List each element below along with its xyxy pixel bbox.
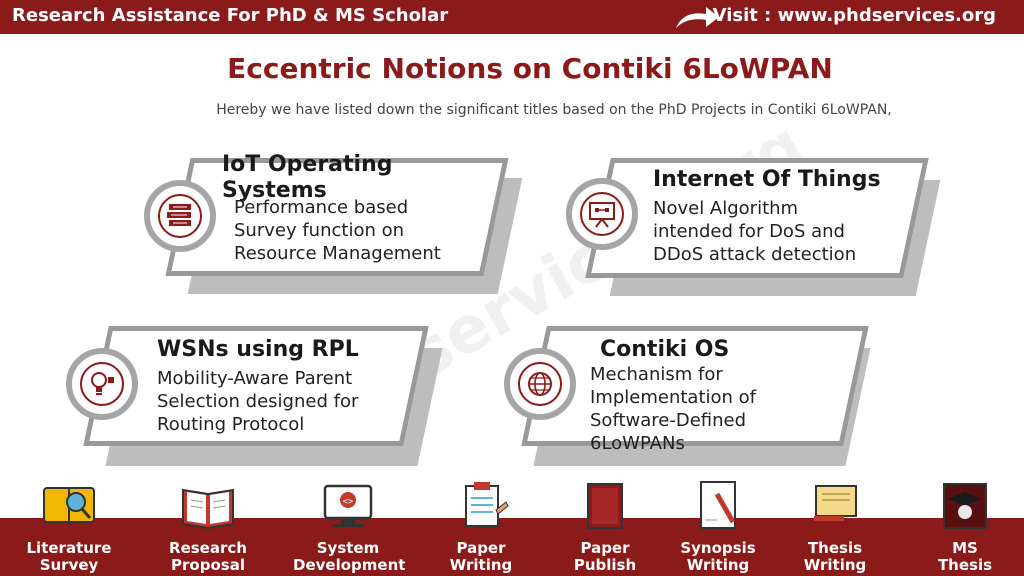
service-label-line2: Proposal (171, 556, 245, 574)
book-icon (587, 483, 623, 529)
arrow-icon (676, 7, 719, 28)
service-label-line2: Writing (686, 556, 750, 574)
service-label-line1: Thesis (807, 539, 863, 557)
header-bar: Research Assistance For PhD & MS Scholar… (0, 0, 1024, 34)
card-icon-ring (566, 178, 638, 250)
service-label-line1: Synopsis (680, 539, 756, 557)
page-title: Eccentric Notions on Contiki 6LoWPAN (227, 52, 833, 85)
card-title: WSNs using RPL (157, 337, 359, 362)
graduate-icon (943, 483, 987, 529)
globe-icon (528, 372, 552, 396)
card-icon-ring (144, 180, 216, 252)
service-label-line1: Literature (26, 539, 112, 557)
service-label-line2: Writing (449, 556, 513, 574)
header-tagline: Research Assistance For PhD & MS Scholar (12, 5, 449, 26)
service-label-line1: Research (169, 539, 247, 557)
service-label-line1: Paper (456, 539, 506, 557)
magnifier-book-icon (43, 487, 95, 523)
website-link[interactable]: Visit : www.phdservices.org (712, 5, 996, 26)
open-book-icon (182, 488, 234, 530)
clipboard-icon (465, 482, 509, 527)
service-label-line2: Thesis (937, 556, 993, 574)
card-description: Mechanism for Implementation of Software… (590, 364, 756, 454)
card-icon-ring (66, 348, 138, 420)
service-label-line2: Publish (573, 556, 637, 574)
card-description: Mobility-Aware Parent Selection designed… (157, 368, 359, 435)
monitor-code-icon: <> (323, 484, 373, 527)
card-title: IoT Operating Systems (222, 152, 393, 203)
service-label-line1: Paper (580, 539, 630, 557)
svg-text:<>: <> (343, 497, 354, 507)
pen-paper-icon (700, 481, 736, 529)
card-title: Internet Of Things (653, 167, 881, 192)
card-description: Novel Algorithm intended for DoS and DDo… (653, 198, 857, 265)
page-subtitle: Hereby we have listed down the significa… (216, 102, 892, 118)
card-title: Contiki OS (600, 337, 730, 362)
service-label-line1: System (316, 539, 380, 557)
scroll-icon (814, 485, 857, 526)
services-bar (0, 518, 1024, 576)
presentation-board-icon (589, 202, 615, 228)
lightbulb-icon (91, 372, 114, 395)
service-label-line2: Development (293, 556, 406, 574)
service-label-line1: MS (952, 539, 978, 557)
books-icon (167, 204, 191, 226)
service-label-line2: Survey (39, 556, 99, 574)
card-icon-ring (504, 348, 576, 420)
service-label-line2: Writing (803, 556, 867, 574)
card-description: Performance based Survey function on Res… (234, 197, 441, 264)
